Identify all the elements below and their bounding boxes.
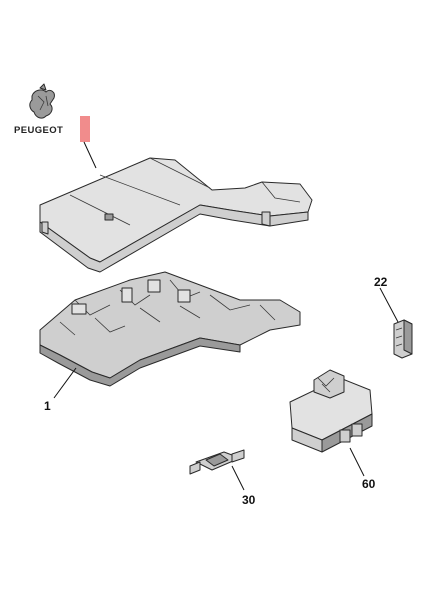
relay-module-60 (289, 369, 373, 453)
highlight-marker (80, 116, 90, 142)
leader-line-22 (379, 287, 399, 323)
leader-line-logo (83, 141, 97, 169)
fuse-part-30 (189, 449, 245, 475)
relay-connector-22 (393, 319, 413, 359)
leader-line-1 (53, 367, 77, 399)
callout-1: 1 (44, 399, 51, 413)
brand-wordmark: PEUGEOT (14, 125, 63, 136)
fuse-box-cover (39, 157, 313, 273)
fuse-box-base (39, 271, 301, 387)
leader-line-30 (231, 465, 245, 491)
leader-line-60 (349, 447, 365, 477)
callout-60: 60 (362, 477, 376, 491)
callout-22: 22 (374, 275, 388, 289)
peugeot-lion-logo (29, 83, 55, 119)
callout-30: 30 (242, 493, 256, 507)
